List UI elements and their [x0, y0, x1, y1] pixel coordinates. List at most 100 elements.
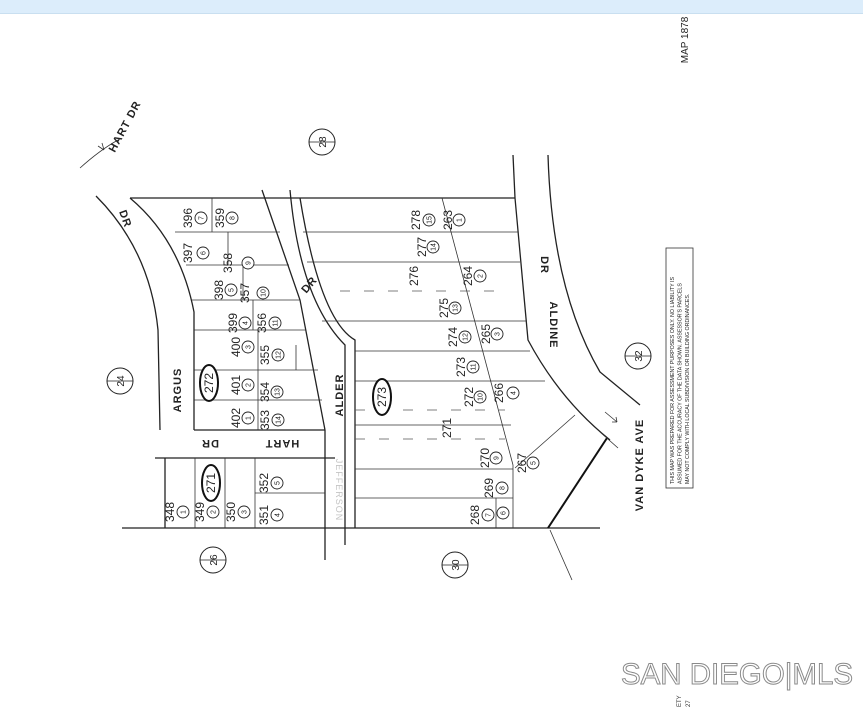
parcel-number: 399: [226, 313, 240, 333]
lot-circle: [452, 213, 466, 227]
van-dyke-label: VAN DYKE AVE: [634, 419, 646, 511]
lot-circle: [490, 327, 504, 341]
block-273-west-edge: [299, 197, 356, 528]
lot-circle: [241, 340, 255, 354]
disclaimer-line: MAY NOT COMPLY WITH LOCAL SUBDIVISION OR…: [685, 294, 691, 484]
lot-number: 6: [501, 511, 508, 515]
lot-number: 10: [261, 289, 268, 297]
lot-number: 5: [229, 288, 236, 292]
block-272-lot-lines: [175, 198, 322, 430]
parcel-number: 398: [212, 280, 226, 300]
disclaimer-box: THIS MAP WAS PREPARED FOR ASSESSMENT PUR…: [665, 247, 694, 489]
block-273-east-edge: [514, 197, 611, 441]
block-number: 273: [375, 387, 389, 407]
lot-number: 7: [199, 216, 206, 220]
van-dyke-arrow-icon: [604, 411, 618, 423]
parcel-number: 263: [441, 210, 455, 230]
lot-number: 2: [211, 510, 218, 514]
parcel-number: 396: [181, 208, 195, 228]
lot-circle: [495, 481, 509, 495]
lot-number: 14: [431, 243, 438, 251]
parcel-number: 350: [224, 502, 238, 522]
block-number: 271: [204, 473, 218, 493]
lot-circle: [268, 316, 282, 330]
lot-circle: [526, 456, 540, 470]
hart-dr-label: DR: [201, 437, 219, 449]
lot-271: 271: [440, 418, 454, 438]
parcel-number: 357: [238, 283, 252, 303]
parcel-number: 402: [229, 408, 243, 428]
parcel-number: 355: [258, 345, 272, 365]
parcel-number: 401: [229, 375, 243, 395]
lot-350: 350 3: [224, 502, 251, 522]
hart-dr-arrow-icon: [97, 142, 105, 151]
disclaimer-line: THIS MAP WAS PREPARED FOR ASSESSMENT PUR…: [670, 277, 676, 484]
lot-circle: [270, 508, 284, 522]
dashed-lines: [340, 290, 505, 440]
lot-circle: [256, 286, 270, 300]
lot-number: 13: [275, 388, 282, 396]
parcel-number: 352: [257, 473, 271, 493]
parcel-number: 277: [415, 237, 429, 257]
margin-note: ETY: [677, 695, 683, 707]
lot-number: 4: [511, 391, 518, 395]
parcel-number: 264: [461, 266, 475, 286]
van-dyke-boundary: [547, 437, 608, 529]
parcel-number: 267: [515, 453, 529, 473]
aldine-north-line: [512, 154, 516, 199]
lot-circle: [473, 269, 487, 283]
lot-number: 3: [242, 510, 249, 514]
lot-circle: [194, 211, 208, 225]
lot-353: 353 14: [258, 410, 285, 430]
alder-label: ALDER: [334, 374, 346, 417]
lot-357: 357 10: [238, 283, 270, 303]
top-bar: [0, 0, 863, 14]
lot-circle: [466, 360, 480, 374]
argus-label: ARGUS: [172, 368, 184, 413]
page-ref-number: 24: [116, 375, 127, 387]
parcel-number: 397: [181, 243, 195, 263]
alder-dr-label: DR: [299, 274, 320, 295]
lot-circle: [481, 508, 495, 522]
lot-circle: [496, 506, 510, 520]
page-ref-number: 32: [634, 350, 645, 362]
lot-circle: [196, 246, 210, 260]
lot-number: 5: [275, 481, 282, 485]
jefferson-label: JEFFERSON: [334, 459, 344, 522]
lot-number: 11: [273, 319, 280, 326]
lot-circle: [270, 385, 284, 399]
lot-number: 14: [276, 416, 283, 424]
page-ref-26: 26: [199, 546, 227, 574]
margin-note: 27: [686, 700, 692, 707]
lot-number: 1: [181, 510, 188, 514]
lot-number: 8: [230, 216, 237, 220]
aldine-dr-label: DR: [538, 256, 550, 274]
lot-circle: [225, 211, 239, 225]
block-271-lot-lines: [194, 458, 325, 528]
lot-number: 15: [427, 216, 434, 224]
van-dyke-tick: [599, 431, 619, 449]
lot-number: 6: [201, 251, 208, 255]
parcel-number: 351: [257, 505, 271, 525]
page-ref-28: 28: [308, 128, 336, 156]
lot-number: 8: [500, 486, 507, 490]
lot-circle: [448, 301, 462, 315]
page-ref-number: 30: [451, 559, 462, 571]
lot-396: 396 7: [181, 208, 208, 228]
parcel-number: 269: [482, 478, 496, 498]
parcel-number: 353: [258, 410, 272, 430]
parcel-number: 276: [407, 266, 421, 286]
